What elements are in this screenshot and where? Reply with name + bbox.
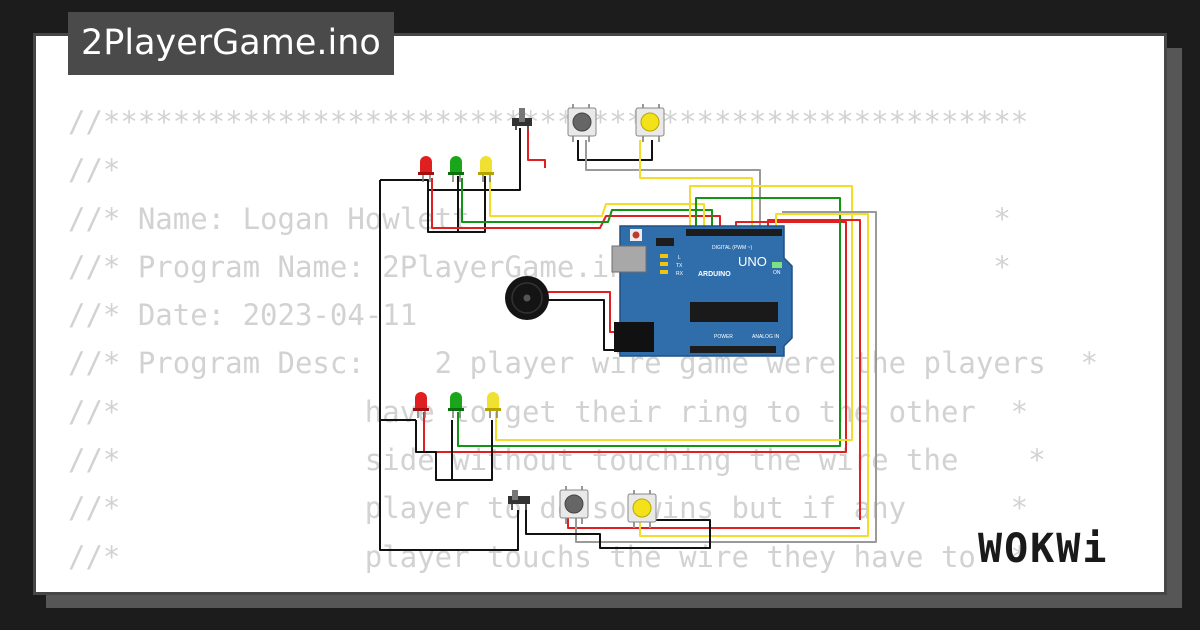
wire-black [525,510,711,549]
led-yellow-bottom [485,392,501,418]
code-line: //* have to get their ring to the other … [68,394,1029,429]
push-button-top-gray[interactable] [567,104,597,142]
code-line: //* Program Desc: 2 player wire game wer… [68,346,1099,381]
buzzer [505,276,549,320]
wire-gray [585,140,761,228]
code-line: //**************************************… [68,105,1029,139]
wire-yellow [639,213,869,537]
power-pins-label: POWER [714,334,733,340]
code-line: //* Program Name: 2PlayerGame.ino * [68,249,1011,284]
wire-black [428,128,521,191]
push-button-bottom-gray[interactable] [559,486,589,524]
slide-switch-top[interactable] [512,108,532,130]
arduino-uno-board[interactable]: UNO ARDUINO DIGITAL (PWM ~) POWER ANALOG… [611,225,793,357]
led-yellow-top [478,156,494,182]
wire-red [567,518,860,529]
wire-red [527,128,546,168]
wire-black [577,140,653,161]
wire-green [457,197,841,447]
wires [379,128,877,551]
code-line: //* side without touching the wire the * [68,443,1046,478]
l-led-label: L [678,255,681,261]
led-green-top [448,156,464,182]
code-line: //* Name: Logan Howlett * [68,201,1011,236]
code-line: //* player touchs the wire they have to … [68,539,1029,574]
analog-power-header [690,346,776,353]
wire-black [415,420,493,481]
digital-pins-label: DIGITAL (PWM ~) [712,245,752,251]
board-model-label: UNO [738,254,767,269]
push-button-bottom-yellow[interactable] [627,490,657,528]
led-green-bottom [448,392,464,418]
board-brand-label: ARDUINO [698,271,731,278]
wire-yellow [495,185,853,441]
code-line: //* Date: 2023-04-11 [68,298,418,333]
wire-red [423,221,847,453]
wire-black [548,299,616,351]
tx-led-label: TX [676,263,683,269]
led-red-bottom [413,392,429,418]
wire-black [428,176,459,233]
wire-red [767,219,861,520]
code-preview: //**************************************… [68,98,1098,581]
wire-black [379,420,519,551]
slide-switch-bottom[interactable] [508,490,530,510]
led-red-top [418,156,434,182]
on-led-label: ON [773,270,781,276]
push-button-top-yellow[interactable] [635,104,665,142]
wire-yellow [639,140,753,228]
preview-card: //**************************************… [33,33,1167,595]
code-line: //* [68,153,121,188]
project-title[interactable]: 2PlayerGame.ino [68,12,394,75]
wire-red [548,291,616,333]
wire-yellow [489,178,705,228]
wire-black [379,180,416,421]
digital-header [686,229,782,236]
wokwi-logo[interactable]: WOKWi [978,526,1109,572]
rx-led-label: RX [676,271,684,277]
analog-pins-label: ANALOG IN [752,334,780,340]
wire-green [461,178,713,228]
